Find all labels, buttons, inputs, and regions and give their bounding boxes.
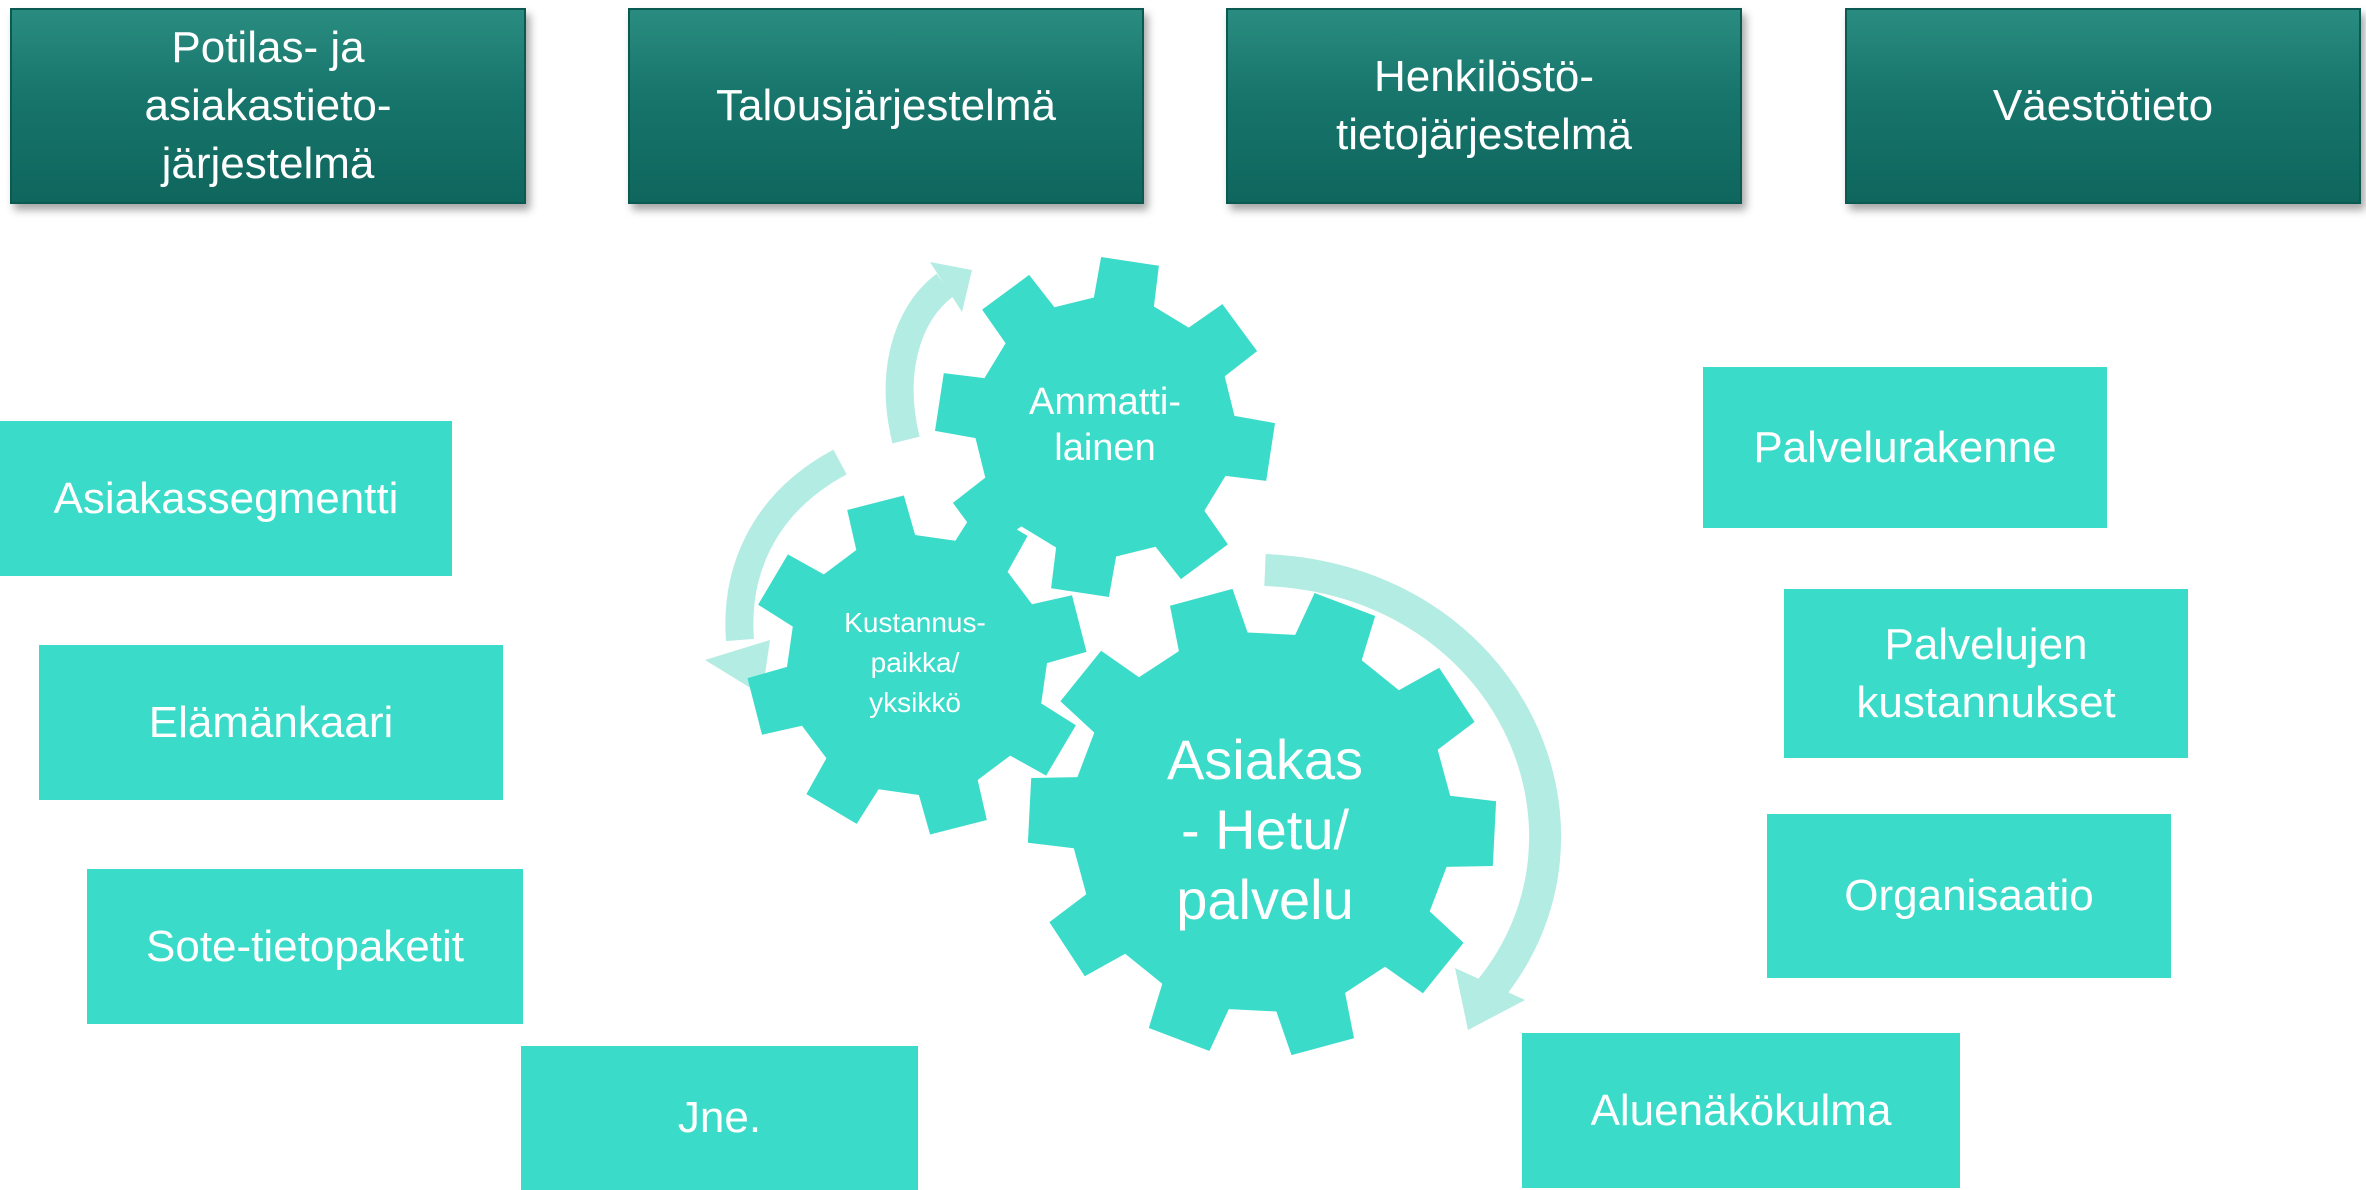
topic-box-service-costs: Palvelujen kustannukset [1784, 589, 2188, 758]
topic-box-sote-packages: Sote-tietopaketit [87, 869, 523, 1024]
gear-label-professional: Ammatti- lainen [1029, 381, 1181, 469]
topic-box-customer-segment: Asiakassegmentti [0, 421, 452, 576]
system-box-population: Väestötieto [1845, 8, 2361, 204]
topic-box-life-cycle: Elämänkaari [39, 645, 503, 800]
cycle-arrow-right [1264, 554, 1562, 1030]
topic-box-etc: Jne. [521, 1046, 918, 1190]
system-box-patient-records: Potilas- ja asiakastieto- järjestelmä [10, 8, 526, 204]
topic-box-service-structure: Palvelurakenne [1703, 367, 2107, 528]
topic-box-regional-view: Aluenäkökulma [1522, 1033, 1960, 1188]
gear-label-cost-center: Kustannus- paikka/ yksikkö [844, 606, 986, 718]
system-box-finance: Talousjärjestelmä [628, 8, 1144, 204]
gear-label-customer: Asiakas - Hetu/ palvelu [1166, 728, 1364, 931]
system-box-hr: Henkilöstö- tietojärjestelmä [1226, 8, 1742, 204]
gear-professional-icon [935, 257, 1275, 597]
gear-cost-center-icon [747, 495, 1087, 835]
topic-box-organization: Organisaatio [1767, 814, 2171, 978]
cycle-arrow-top [885, 262, 972, 444]
gear-customer-icon [1027, 588, 1497, 1056]
